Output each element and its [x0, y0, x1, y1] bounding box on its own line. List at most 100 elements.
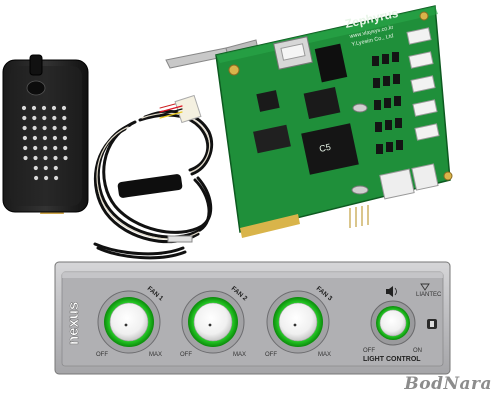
led-dot — [32, 115, 37, 121]
bottom-connector-1 — [379, 168, 415, 200]
watermark: BodNara — [404, 374, 492, 394]
led-dot — [63, 145, 68, 151]
fan-max-label-2: MAX — [233, 352, 246, 358]
led-dot — [61, 105, 67, 111]
transistor — [373, 78, 380, 88]
led-dot — [52, 135, 58, 141]
panel-brand-small: LIANTEC — [416, 292, 442, 298]
led-dot — [62, 135, 67, 141]
lian-li-logo — [420, 283, 430, 291]
transistor — [372, 56, 379, 66]
light-min-label: OFF — [363, 348, 375, 354]
transistor — [385, 120, 392, 130]
remote-knob — [29, 54, 43, 76]
light-max-label: ON — [413, 348, 422, 354]
led-dot — [32, 135, 38, 141]
fan-header — [410, 75, 436, 93]
light-control-label: LIGHT CONTROL — [363, 356, 421, 363]
led-dot — [33, 165, 38, 171]
fan-knob-2[interactable] — [181, 290, 245, 354]
mount-hole-3 — [443, 171, 453, 181]
transistor — [392, 52, 399, 62]
led-dot — [23, 155, 28, 161]
fan-header — [414, 123, 440, 141]
transistor — [384, 98, 391, 108]
led-dot — [34, 175, 39, 181]
bottom-connector-2 — [411, 163, 439, 191]
transistor-array — [372, 52, 403, 154]
led-dot — [21, 105, 27, 111]
light-control-knob[interactable] — [370, 300, 416, 346]
fan-min-label-3: OFF — [265, 352, 277, 358]
fan-min-label-1: OFF — [96, 352, 108, 358]
cable-strap — [117, 174, 183, 198]
led-dot — [22, 115, 27, 121]
led-dot — [23, 145, 28, 151]
cable-coil — [93, 94, 214, 260]
fan-header — [408, 51, 434, 69]
transistor — [383, 76, 390, 86]
led-dot — [51, 105, 57, 111]
led-dot — [52, 125, 57, 131]
panel-switch[interactable] — [427, 319, 437, 329]
fan-header — [412, 99, 438, 117]
fan-knob-3[interactable] — [266, 290, 330, 354]
remote-unit — [2, 54, 89, 214]
fan-max-label-3: MAX — [318, 352, 331, 358]
chip-small — [256, 90, 280, 112]
led-dot — [43, 165, 48, 171]
chip-controller — [303, 86, 341, 120]
chip-main — [301, 123, 359, 175]
led-dot — [42, 125, 47, 131]
led-dot — [42, 115, 47, 121]
mount-hole — [228, 64, 240, 76]
led-dot — [63, 155, 68, 161]
led-dot — [31, 105, 37, 111]
cable-end-connector — [167, 235, 193, 243]
led-dot — [33, 155, 38, 161]
fan-header — [406, 27, 432, 45]
led-dot — [42, 135, 48, 141]
cable-plug — [174, 94, 202, 124]
transistor — [382, 54, 389, 64]
transistor — [375, 122, 382, 132]
led-dot — [32, 125, 37, 131]
panel-logo: nexus — [65, 302, 82, 345]
led-dot — [41, 105, 47, 111]
led-dot — [33, 145, 38, 151]
led-dot — [62, 115, 67, 121]
transistor — [393, 74, 400, 84]
led-dot — [62, 125, 67, 131]
chip-label: C5 — [318, 142, 331, 154]
led-grid — [21, 105, 68, 181]
led-dot — [22, 125, 27, 131]
pcb-gold-contacts — [240, 214, 300, 238]
crystal — [352, 103, 368, 113]
transistor — [376, 144, 383, 154]
fan-min-label-2: OFF — [180, 352, 192, 358]
led-dot — [54, 175, 59, 181]
transistor — [395, 118, 402, 128]
fan-max-label-1: MAX — [149, 352, 162, 358]
fan-knob-1[interactable] — [97, 290, 161, 354]
led-dot — [53, 155, 58, 161]
led-dot — [22, 135, 27, 141]
transistor — [374, 100, 381, 110]
transistor — [396, 140, 403, 150]
fan-connectors — [406, 27, 440, 141]
speaker-icon — [386, 286, 397, 297]
led-dot — [43, 145, 48, 151]
led-dot — [53, 145, 58, 151]
led-dot — [44, 175, 49, 181]
led-dot — [43, 155, 48, 161]
transistor — [386, 142, 393, 152]
led-dot — [52, 115, 57, 121]
pin-header — [314, 43, 348, 83]
led-dot — [53, 165, 58, 171]
transistor — [394, 96, 401, 106]
mount-hole-2 — [419, 11, 429, 21]
pcb-pins-bottom — [349, 205, 369, 228]
chip-secondary — [253, 124, 291, 154]
